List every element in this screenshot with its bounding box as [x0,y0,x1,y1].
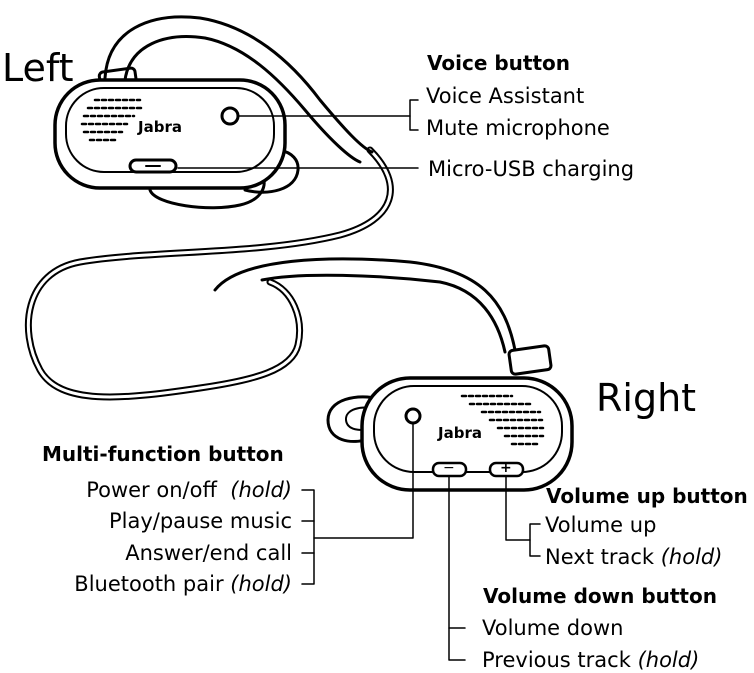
multi-function-button [404,407,422,425]
plus-icon: + [500,460,512,476]
right-ear-hook [213,257,517,352]
right-ear-loop [326,395,387,443]
connecting-cable-inner [26,148,392,399]
voice-button-title: Voice button [427,51,571,75]
left-brand-logo: Jabra [138,118,182,136]
right-speaker-grille [460,394,545,446]
volume-up-item: Volume up [545,513,657,537]
right-hook-collar [507,344,553,376]
right-brand-logo: Jabra [438,424,482,442]
multi-function-title: Multi-function button [42,442,284,466]
voice-button [220,106,240,126]
volume-down-title: Volume down button [483,584,717,608]
left-body-lower [148,173,266,210]
multi-function-item: Bluetooth pair (hold) [74,572,292,596]
left-ear-hook [103,15,374,154]
volume-up-item: Next track (hold) [545,545,723,569]
right-earbud-body [360,376,574,492]
leader-lines [177,99,541,661]
multi-function-item: Answer/end call [125,541,292,565]
left-side-label: Left [2,46,74,90]
multi-function-item: Power on/off (hold) [86,478,292,502]
left-ear-hook-inner [123,35,362,164]
left-speaker-grille [80,98,145,142]
voice-item: Voice Assistant [426,84,585,108]
minus-icon: − [443,460,455,476]
right-ear-hook-inner [260,273,507,354]
right-side-label: Right [596,376,697,420]
volume-up-title: Volume up button [546,484,748,508]
volume-down-item: Volume down [482,616,624,640]
multi-function-item: Play/pause music [108,509,292,533]
charging-label: Micro-USB charging [428,157,635,181]
volume-down-item: Previous track (hold) [482,648,700,672]
right-earbud-face [373,385,563,473]
voice-item: Mute microphone [426,116,610,140]
